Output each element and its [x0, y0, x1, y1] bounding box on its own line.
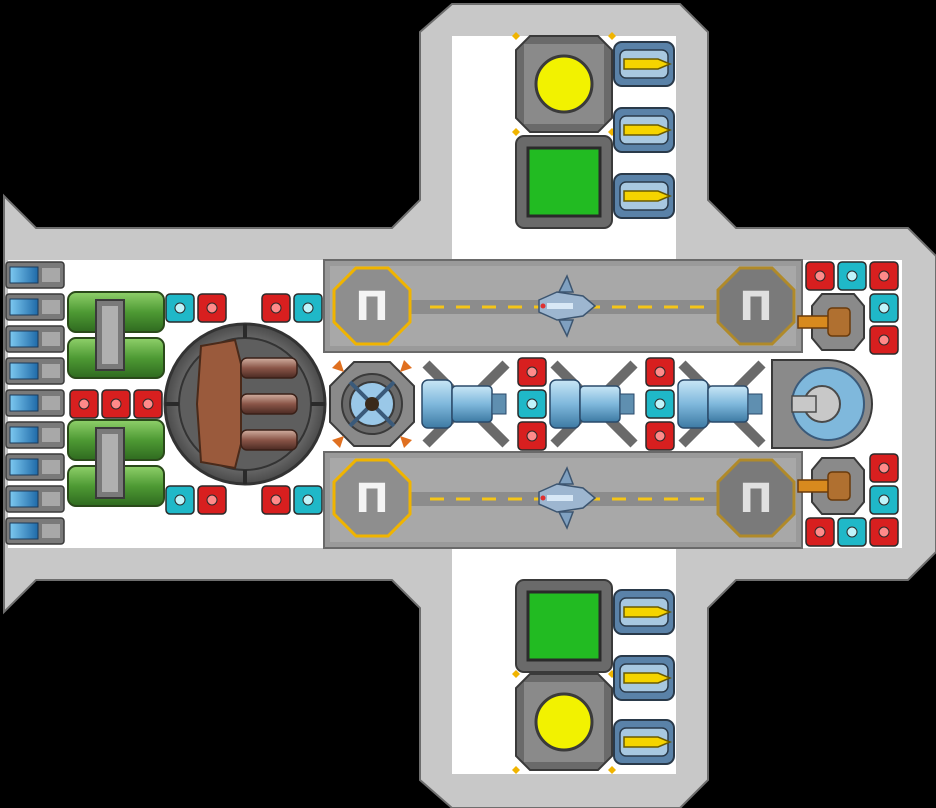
landing-pad-bottom-right[interactable]: Π	[716, 458, 796, 538]
battery-cell[interactable]	[5, 325, 65, 353]
pad-glyph: Π	[355, 284, 388, 330]
power-node-cyan[interactable]	[293, 293, 323, 323]
power-node-red[interactable]	[69, 389, 99, 419]
turret-top[interactable]	[797, 293, 865, 351]
missile-launcher[interactable]	[613, 173, 675, 219]
power-node-red[interactable]	[197, 293, 227, 323]
fuel-tank-bottom[interactable]	[67, 419, 165, 507]
hangar-bay-top	[323, 259, 803, 353]
power-node-red[interactable]	[645, 357, 675, 387]
power-node-cyan[interactable]	[165, 485, 195, 515]
front-dome[interactable]	[771, 359, 873, 449]
power-node-red[interactable]	[869, 261, 899, 291]
missile-launcher[interactable]	[613, 41, 675, 87]
landing-pad-bottom-left[interactable]: Π	[332, 458, 412, 538]
reactor-bottom[interactable]	[512, 670, 616, 774]
landing-pad-top-left[interactable]: Π	[332, 266, 412, 346]
missile-launcher-group	[613, 41, 675, 765]
power-node-cyan[interactable]	[869, 485, 899, 515]
cargo-hub[interactable]	[329, 360, 415, 448]
power-node-cyan[interactable]	[869, 293, 899, 323]
shield-generator-bottom[interactable]	[515, 579, 613, 673]
power-node-cyan[interactable]	[293, 485, 323, 515]
power-node-red[interactable]	[261, 485, 291, 515]
power-node-red[interactable]	[805, 517, 835, 547]
power-node-red[interactable]	[517, 357, 547, 387]
battery-cell[interactable]	[5, 453, 65, 481]
turret-bottom[interactable]	[797, 457, 865, 515]
power-node-red[interactable]	[261, 293, 291, 323]
pad-glyph: Π	[355, 476, 388, 522]
power-node-red[interactable]	[869, 325, 899, 355]
battery-cell[interactable]	[5, 261, 65, 289]
power-node-red[interactable]	[133, 389, 163, 419]
engine-thruster[interactable]	[677, 360, 766, 448]
power-node-red[interactable]	[101, 389, 131, 419]
engine-array	[421, 360, 766, 448]
main-cannon[interactable]	[163, 322, 327, 486]
engine-thruster[interactable]	[421, 360, 510, 448]
power-node-red[interactable]	[197, 485, 227, 515]
battery-cell[interactable]	[5, 421, 65, 449]
fighter-bottom[interactable]	[538, 466, 597, 530]
power-node-grid	[69, 261, 899, 547]
power-node-cyan[interactable]	[645, 389, 675, 419]
battery-cell[interactable]	[5, 517, 65, 545]
missile-launcher[interactable]	[613, 589, 675, 635]
power-node-cyan[interactable]	[837, 517, 867, 547]
battery-cell[interactable]	[5, 293, 65, 321]
pad-glyph: Π	[739, 284, 772, 330]
shield-generator-top[interactable]	[515, 135, 613, 229]
battery-bank	[5, 261, 65, 545]
battery-cell[interactable]	[5, 357, 65, 385]
battery-cell[interactable]	[5, 389, 65, 417]
missile-launcher[interactable]	[613, 107, 675, 153]
engine-thruster[interactable]	[549, 360, 638, 448]
power-node-cyan[interactable]	[165, 293, 195, 323]
reactor-top[interactable]	[512, 32, 616, 136]
power-node-cyan[interactable]	[837, 261, 867, 291]
power-node-red[interactable]	[645, 421, 675, 451]
landing-pad-top-right[interactable]: Π	[716, 266, 796, 346]
missile-launcher[interactable]	[613, 719, 675, 765]
power-node-cyan[interactable]	[517, 389, 547, 419]
power-node-red[interactable]	[517, 421, 547, 451]
fuel-tank-top[interactable]	[67, 291, 165, 379]
battery-cell[interactable]	[5, 485, 65, 513]
power-node-red[interactable]	[869, 453, 899, 483]
missile-launcher[interactable]	[613, 655, 675, 701]
pad-glyph: Π	[739, 476, 772, 522]
fighter-top[interactable]	[538, 274, 597, 338]
power-node-red[interactable]	[805, 261, 835, 291]
power-node-red[interactable]	[869, 517, 899, 547]
